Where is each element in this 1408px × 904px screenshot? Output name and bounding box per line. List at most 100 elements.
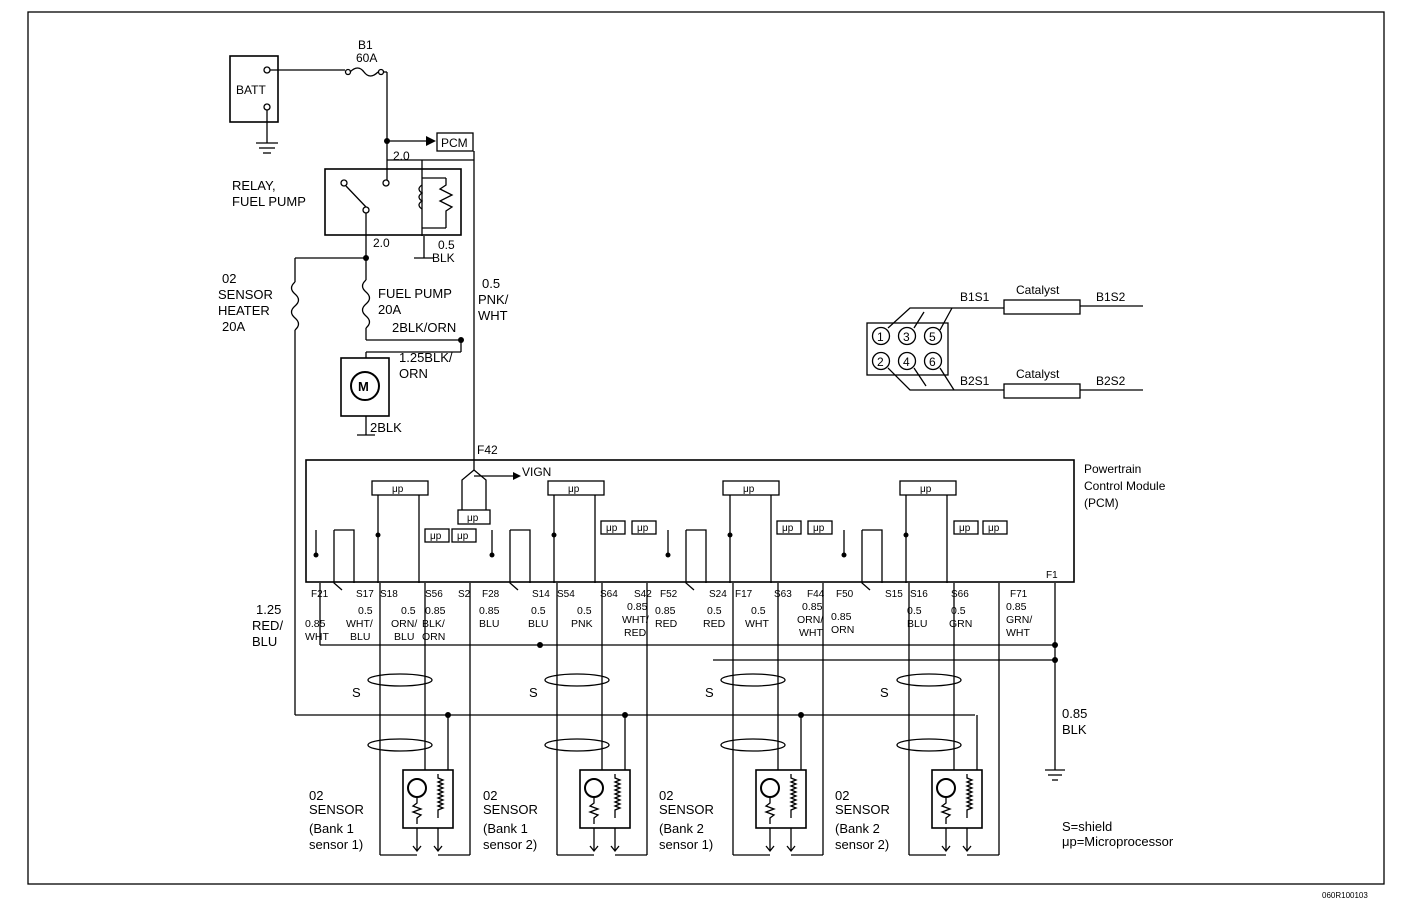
- wire-label: WHT/: [622, 614, 649, 626]
- cyl-3: 3: [903, 330, 910, 344]
- vign-label: VIGN: [522, 465, 551, 479]
- pin-label: S42: [634, 589, 652, 600]
- motor-symbol: M: [358, 379, 369, 394]
- wire-label: 0.5: [401, 605, 416, 617]
- relay-output-gauge: 2.0: [373, 236, 390, 250]
- pin-label: S17: [356, 589, 374, 600]
- catalyst-bank1: [1003, 299, 1081, 315]
- sensor4-l3: (Bank 2: [835, 821, 880, 836]
- heater-wire-3: BLU: [252, 634, 277, 649]
- sensor4-l4: sensor 2): [835, 837, 889, 852]
- legend-micro: μp=Microprocessor: [1062, 834, 1174, 849]
- cyl-1: 1: [877, 330, 884, 344]
- shield-label: S: [352, 685, 361, 700]
- pin-label: S14: [532, 589, 550, 600]
- relay-coil-gauge: 0.5: [438, 238, 455, 252]
- wire-label: 0.85: [425, 605, 446, 617]
- battery: BATT: [229, 55, 279, 154]
- o2-heater-fuse: [290, 281, 300, 331]
- relay-coil-color: BLK: [432, 251, 455, 265]
- wire-label: BLU: [479, 618, 499, 630]
- legend-shield: S=shield: [1062, 819, 1112, 834]
- fuse-b1-id: B1: [358, 38, 373, 52]
- heater-wire-2: RED/: [252, 618, 283, 633]
- pcm-corner-pin: F1: [1046, 570, 1058, 581]
- o2-sensor: [896, 583, 1000, 856]
- pin-label: S54: [557, 589, 575, 600]
- wire-label: BLU: [528, 618, 548, 630]
- relay-label-1: RELAY,: [232, 178, 276, 193]
- diagram-frame: [27, 11, 1385, 885]
- pin-label: S15: [885, 589, 903, 600]
- shield-label: S: [529, 685, 538, 700]
- pcm-module: [305, 459, 1075, 583]
- wire-label: 0.85: [479, 605, 500, 617]
- sensor-labels: 02 SENSOR (Bank 1 sensor 1) 02 SENSOR (B…: [309, 788, 890, 852]
- wire-label: WHT/: [346, 618, 373, 630]
- sensor3-l1: 02: [659, 788, 673, 803]
- wire-label: WHT: [745, 618, 769, 630]
- cyl-4: 4: [903, 355, 910, 369]
- relay-label-2: FUEL PUMP: [232, 194, 306, 209]
- fuel-pump-fuse-l2: 20A: [378, 302, 401, 317]
- sensor4-l2: SENSOR: [835, 802, 890, 817]
- pump-feed-wire: 2BLK/ORN: [392, 320, 456, 335]
- micro-g: μp: [606, 523, 618, 534]
- wire-label: ORN/: [391, 618, 417, 630]
- wire-label: RED: [655, 618, 678, 630]
- o2-sensor: [544, 583, 648, 856]
- fuel-pump-motor: M: [340, 357, 390, 417]
- wire-label: 0.5: [951, 605, 966, 617]
- wire-label: 0.85: [802, 601, 823, 613]
- wire-label: BLU: [394, 631, 414, 643]
- wire-label: 0.85: [655, 605, 676, 617]
- sensor3-l4: sensor 1): [659, 837, 713, 852]
- micro-a: μp: [392, 484, 404, 495]
- pcm-label-1: Powertrain: [1084, 462, 1141, 476]
- sensor3-l2: SENSOR: [659, 802, 714, 817]
- ground-wire-2: BLK: [1062, 722, 1087, 737]
- wire-label: ORN: [422, 631, 445, 643]
- heater-fuse-l3: HEATER: [218, 303, 270, 318]
- micro-h: μp: [637, 523, 649, 534]
- wire-label: 0.5: [907, 605, 922, 617]
- sensor1-l1: 02: [309, 788, 323, 803]
- catalyst-bank2-label: Catalyst: [1016, 367, 1060, 381]
- b1s2-label: B1S2: [1096, 290, 1126, 304]
- ign-wire-2: PNK/: [478, 292, 509, 307]
- wire-label: WHT: [305, 631, 329, 643]
- sensor2-l1: 02: [483, 788, 497, 803]
- pcm-micro-blocks: μp μp μp μp μp μp μp μp μp μp μp μp: [371, 480, 1008, 543]
- wire-label: WHT: [1006, 627, 1030, 639]
- pcm-label-2: Control Module: [1084, 479, 1166, 493]
- pcm-pin-labels: F21 S17 S18 S56 S2 F28 S14 S54 S64 S42 F…: [311, 589, 1028, 600]
- fuel-pump-fuse: [361, 279, 371, 329]
- sensor1-l4: sensor 1): [309, 837, 363, 852]
- micro-l: μp: [988, 523, 1000, 534]
- wire-label: GRN/: [1006, 614, 1032, 626]
- sensor3-l3: (Bank 2: [659, 821, 704, 836]
- sensor2-l4: sensor 2): [483, 837, 537, 852]
- micro-f: μp: [457, 531, 469, 542]
- wire-label: 0.5: [358, 605, 373, 617]
- ign-micro: μp: [467, 513, 479, 524]
- ign-wire-1: 0.5: [482, 276, 500, 291]
- micro-c: μp: [743, 484, 755, 495]
- o2-sensor-layer: [367, 583, 1000, 856]
- sensor1-l2: SENSOR: [309, 802, 364, 817]
- b2s1-label: B2S1: [960, 374, 990, 388]
- pcm-sensor-circuit: [313, 495, 420, 591]
- ign-wire-3: WHT: [478, 308, 508, 323]
- wire-label: 0.5: [531, 605, 546, 617]
- pin-label: F52: [660, 589, 678, 600]
- fuel-pump-fuse-l1: FUEL PUMP: [378, 286, 452, 301]
- pcm-label-3: (PCM): [1084, 496, 1119, 510]
- pin-label: S2: [458, 589, 471, 600]
- pcm-internal-wiring: [313, 495, 948, 591]
- wire-label: RED: [703, 618, 726, 630]
- pin-label: F50: [836, 589, 854, 600]
- fuel-pump-relay: [324, 160, 462, 236]
- micro-i: μp: [782, 523, 794, 534]
- pcm-tag: PCM: [441, 136, 468, 150]
